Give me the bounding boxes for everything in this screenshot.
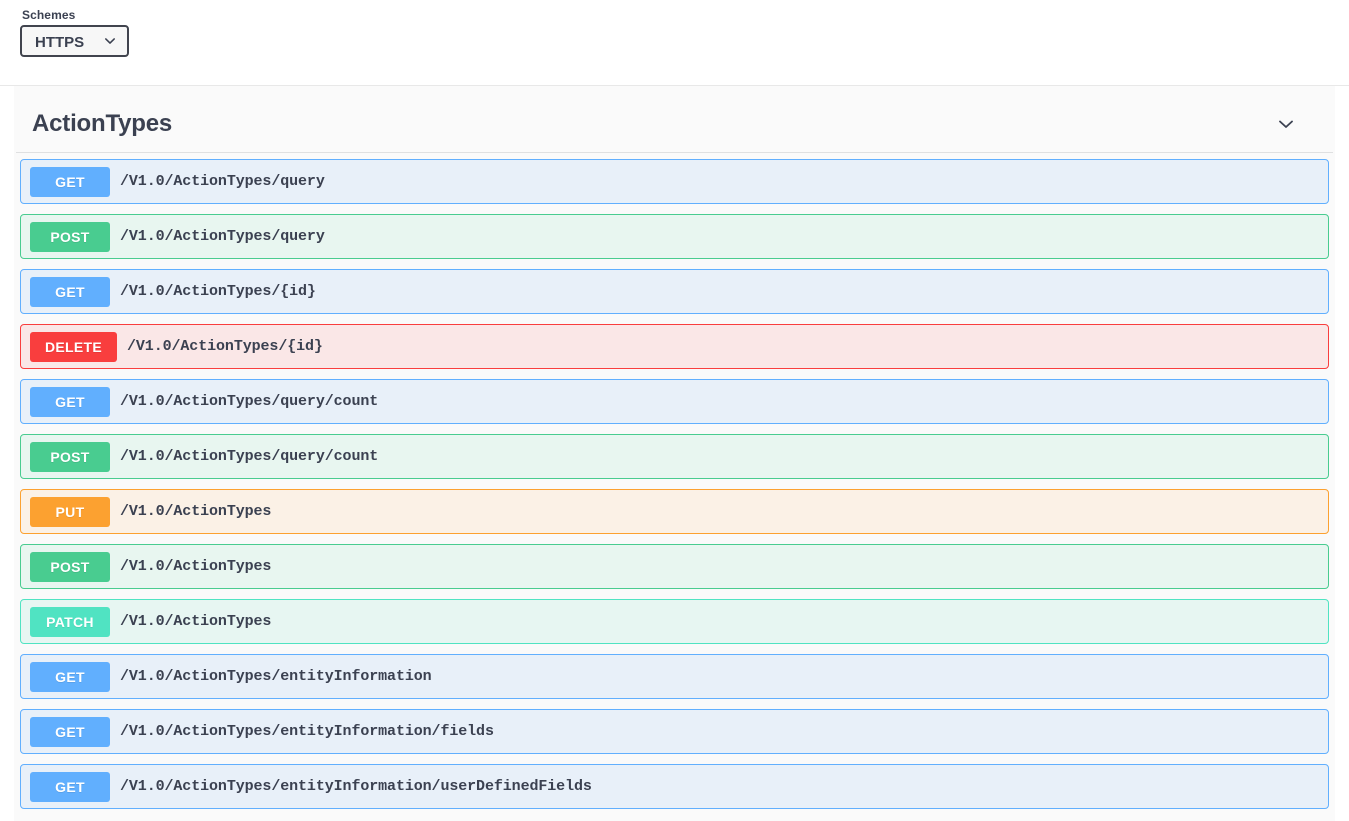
method-badge-get: GET xyxy=(30,386,110,417)
method-badge-post: POST xyxy=(30,441,110,472)
method-badge-patch: PATCH xyxy=(30,606,110,637)
operation-row[interactable]: GET/V1.0/ActionTypes/entityInformation xyxy=(20,654,1329,699)
operation-row[interactable]: GET/V1.0/ActionTypes/query xyxy=(20,159,1329,204)
operation-row[interactable]: PATCH/V1.0/ActionTypes xyxy=(20,599,1329,644)
operation-row[interactable]: PUT/V1.0/ActionTypes xyxy=(20,489,1329,534)
operation-path: /V1.0/ActionTypes/entityInformation xyxy=(120,668,432,685)
operation-row[interactable]: DELETE/V1.0/ActionTypes/{id} xyxy=(20,324,1329,369)
operation-path: /V1.0/ActionTypes/{id} xyxy=(127,338,323,355)
operation-path: /V1.0/ActionTypes/{id} xyxy=(120,283,316,300)
method-badge-post: POST xyxy=(30,221,110,252)
operation-row[interactable]: POST/V1.0/ActionTypes xyxy=(20,544,1329,589)
operation-row[interactable]: POST/V1.0/ActionTypes/query xyxy=(20,214,1329,259)
operation-path: /V1.0/ActionTypes xyxy=(120,558,272,575)
chevron-down-icon[interactable] xyxy=(1275,113,1297,135)
method-badge-get: GET xyxy=(30,166,110,197)
operation-path: /V1.0/ActionTypes/query xyxy=(120,228,325,245)
schemes-bar: Schemes HTTPS xyxy=(0,0,1349,86)
operation-path: /V1.0/ActionTypes xyxy=(120,503,272,520)
operation-row[interactable]: GET/V1.0/ActionTypes/{id} xyxy=(20,269,1329,314)
operation-path: /V1.0/ActionTypes/query xyxy=(120,173,325,190)
operation-path: /V1.0/ActionTypes/entityInformation/fiel… xyxy=(120,723,494,740)
method-badge-get: GET xyxy=(30,276,110,307)
operation-path: /V1.0/ActionTypes xyxy=(120,613,272,630)
operation-path: /V1.0/ActionTypes/query/count xyxy=(120,393,379,410)
method-badge-delete: DELETE xyxy=(30,331,117,362)
schemes-select[interactable]: HTTPS xyxy=(20,25,129,57)
operation-row[interactable]: GET/V1.0/ActionTypes/query/count xyxy=(20,379,1329,424)
operation-row[interactable]: GET/V1.0/ActionTypes/entityInformation/u… xyxy=(20,764,1329,809)
page-title: ActionTypes xyxy=(32,110,173,137)
method-badge-put: PUT xyxy=(30,496,110,527)
tag-header[interactable]: ActionTypes xyxy=(16,86,1333,153)
schemes-label: Schemes xyxy=(22,8,76,22)
operation-row[interactable]: POST/V1.0/ActionTypes/query/count xyxy=(20,434,1329,479)
operation-path: /V1.0/ActionTypes/entityInformation/user… xyxy=(120,778,592,795)
operation-path: /V1.0/ActionTypes/query/count xyxy=(120,448,379,465)
method-badge-get: GET xyxy=(30,716,110,747)
method-badge-get: GET xyxy=(30,771,110,802)
schemes-select-wrapper[interactable]: HTTPS xyxy=(20,25,129,57)
method-badge-post: POST xyxy=(30,551,110,582)
operation-row[interactable]: GET/V1.0/ActionTypes/entityInformation/f… xyxy=(20,709,1329,754)
method-badge-get: GET xyxy=(30,661,110,692)
